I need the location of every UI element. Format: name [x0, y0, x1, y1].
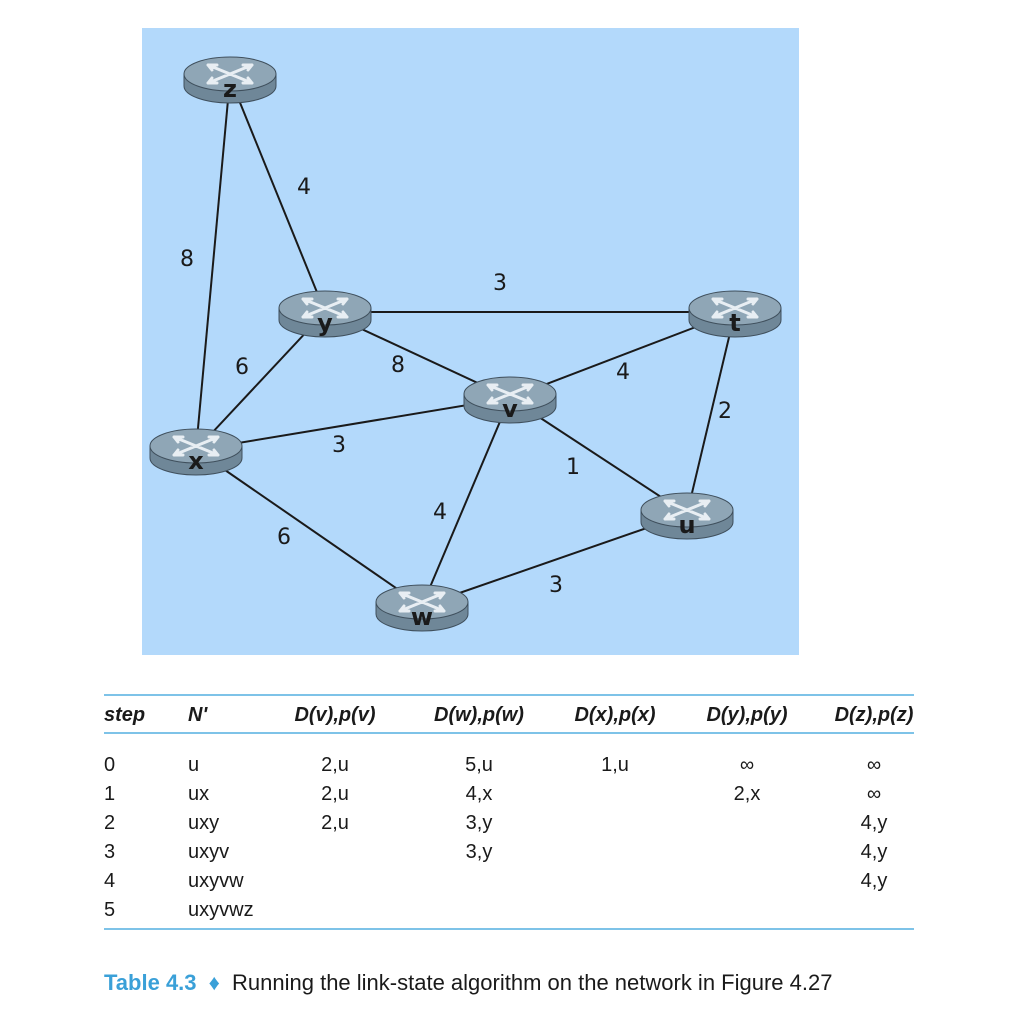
cell-n-prime: uxyvw [188, 870, 244, 892]
link-w-u [421, 513, 688, 607]
link-cost-t-u: 2 [718, 399, 732, 424]
cell-n-prime: ux [188, 783, 210, 805]
node-layer: z y t v x u w [149, 56, 782, 632]
column-header-dv-pv: D(v),p(v) [294, 704, 376, 726]
cell-dw-pw: 3,y [465, 812, 493, 834]
cell-n-prime: uxy [188, 812, 220, 834]
cell-step: 5 [104, 899, 116, 921]
caption-label: Table 4.3 [104, 970, 197, 995]
cell-step: 4 [104, 870, 116, 892]
router-arrows-icon [206, 63, 254, 85]
router-arrows-icon [711, 297, 759, 319]
router-t: t [688, 290, 782, 338]
cell-step: 0 [104, 754, 116, 776]
network-graph: 8 4 3 6 8 3 4 2 1 4 6 3 z y t v x u w [142, 28, 799, 655]
column-header-dz-pz: D(z),p(z) [834, 704, 914, 726]
table-top-rule [104, 694, 914, 696]
table-header-rule [104, 732, 914, 734]
router-label-z: z [223, 75, 237, 103]
diagram-background [142, 28, 799, 655]
router-z: z [183, 56, 277, 104]
cell-step: 3 [104, 841, 116, 863]
cell-dx-px: 1,u [601, 754, 629, 776]
cell-dy-py: ∞ [739, 754, 755, 776]
cell-dy-py: 2,x [733, 783, 761, 805]
cell-step: 1 [104, 783, 116, 805]
edge-layer: 8 4 3 6 8 3 4 2 1 4 6 3 [180, 77, 736, 607]
router-v: v [463, 376, 557, 424]
column-header-dy-py: D(y),p(y) [706, 704, 788, 726]
router-label-w: w [411, 603, 433, 631]
router-y: y [278, 290, 372, 338]
network-diagram: 8 4 3 6 8 3 4 2 1 4 6 3 z y t v x u w [142, 28, 799, 655]
link-v-w [421, 397, 511, 607]
table-bottom-rule [104, 928, 914, 930]
cell-dw-pw: 4,x [465, 783, 493, 805]
router-arrows-icon [398, 591, 446, 613]
link-cost-x-v: 3 [332, 433, 346, 458]
link-cost-x-w: 6 [277, 525, 291, 550]
link-cost-v-t: 4 [616, 360, 630, 385]
router-x: x [149, 428, 243, 476]
cell-dw-pw: 3,y [465, 841, 493, 863]
table-caption: Table 4.3 ♦ Running the link-state algor… [104, 970, 832, 996]
router-label-u: u [678, 511, 695, 539]
caption-text: Running the link-state algorithm on the … [232, 970, 833, 995]
column-header-step: step [104, 704, 146, 726]
router-w: w [375, 584, 469, 632]
column-header-dw-pw: D(w),p(w) [434, 704, 524, 726]
router-arrows-icon [301, 297, 349, 319]
cell-step: 2 [104, 812, 116, 834]
cell-dv-pv: 2,u [321, 783, 349, 805]
link-z-y [229, 77, 326, 313]
link-z-x [195, 77, 231, 451]
cell-dz-pz: 4,y [860, 870, 888, 892]
router-label-y: y [317, 309, 333, 337]
column-header-n-prime: N' [188, 704, 208, 726]
cell-n-prime: uxyvwz [188, 899, 254, 921]
router-arrows-icon [663, 499, 711, 521]
cell-dv-pv: 2,u [321, 754, 349, 776]
link-cost-v-u: 1 [566, 455, 580, 480]
caption-diamond-icon: ♦ [208, 970, 220, 995]
link-cost-w-u: 3 [549, 573, 563, 598]
cell-dz-pz: 4,y [860, 812, 888, 834]
router-label-x: x [188, 447, 204, 475]
link-x-v [195, 397, 511, 451]
router-arrows-icon [172, 435, 220, 457]
link-cost-z-x: 8 [180, 247, 194, 272]
link-cost-y-x: 6 [235, 355, 249, 380]
cell-n-prime: uxyv [188, 841, 230, 863]
link-cost-y-v: 8 [391, 353, 405, 378]
link-x-w [195, 449, 423, 607]
router-arrows-icon [486, 383, 534, 405]
router-u: u [640, 492, 734, 540]
router-label-v: v [502, 395, 518, 423]
cell-dz-pz: ∞ [866, 754, 882, 776]
cell-dw-pw: 5,u [465, 754, 493, 776]
link-t-u [686, 311, 736, 515]
router-label-t: t [729, 309, 740, 337]
cell-dz-pz: 4,y [860, 841, 888, 863]
cell-n-prime: u [188, 754, 200, 776]
link-cost-y-t: 3 [493, 271, 507, 296]
link-cost-z-y: 4 [297, 175, 311, 200]
link-cost-v-w: 4 [433, 500, 447, 525]
cell-dv-pv: 2,u [321, 812, 349, 834]
cell-dz-pz: ∞ [866, 783, 882, 805]
column-header-dx-px: D(x),p(x) [574, 704, 656, 726]
